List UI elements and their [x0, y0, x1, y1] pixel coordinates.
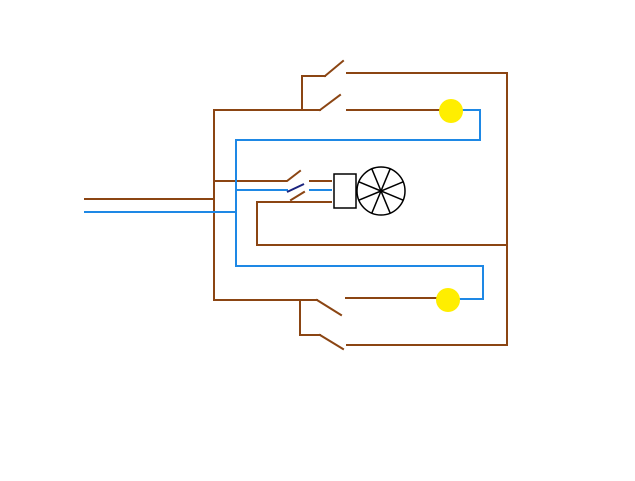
- switch-center: [286, 183, 305, 193]
- fan-blade-line: [380, 168, 391, 192]
- fan-blade-line: [380, 190, 391, 214]
- live-wires: [84, 59, 508, 351]
- neutral-bottom-loop: [235, 265, 484, 300]
- fan-symbol: [356, 166, 406, 216]
- neutral-wires: [84, 109, 484, 300]
- switch-bottom-lower: [318, 333, 345, 351]
- live-bottom-switch-riser: [299, 299, 321, 336]
- switch-center-blade-brown: [289, 190, 306, 202]
- switch-top-lower: [318, 93, 342, 112]
- neutral-top-loop: [235, 109, 481, 141]
- fan-blade-line: [358, 190, 382, 201]
- fan-housing: [356, 166, 406, 216]
- fan-blade-line: [358, 181, 382, 192]
- lamp-top: [439, 99, 463, 123]
- fan-blade-line: [371, 168, 382, 192]
- live-top-switch-riser: [301, 75, 326, 111]
- live-top-upper-run: [346, 72, 508, 346]
- live-loop-to-box: [256, 201, 332, 246]
- fan-blade-line: [371, 190, 382, 214]
- switch-bottom-upper: [315, 298, 343, 317]
- lamp-bottom: [436, 288, 460, 312]
- fan-blade-line: [380, 190, 404, 201]
- fan-blades: [358, 168, 404, 214]
- live-bus-to-center-switch: [213, 169, 302, 182]
- switch-top-upper: [323, 59, 345, 78]
- fan-blade-line: [380, 181, 404, 192]
- fan-terminal-box: [333, 173, 357, 209]
